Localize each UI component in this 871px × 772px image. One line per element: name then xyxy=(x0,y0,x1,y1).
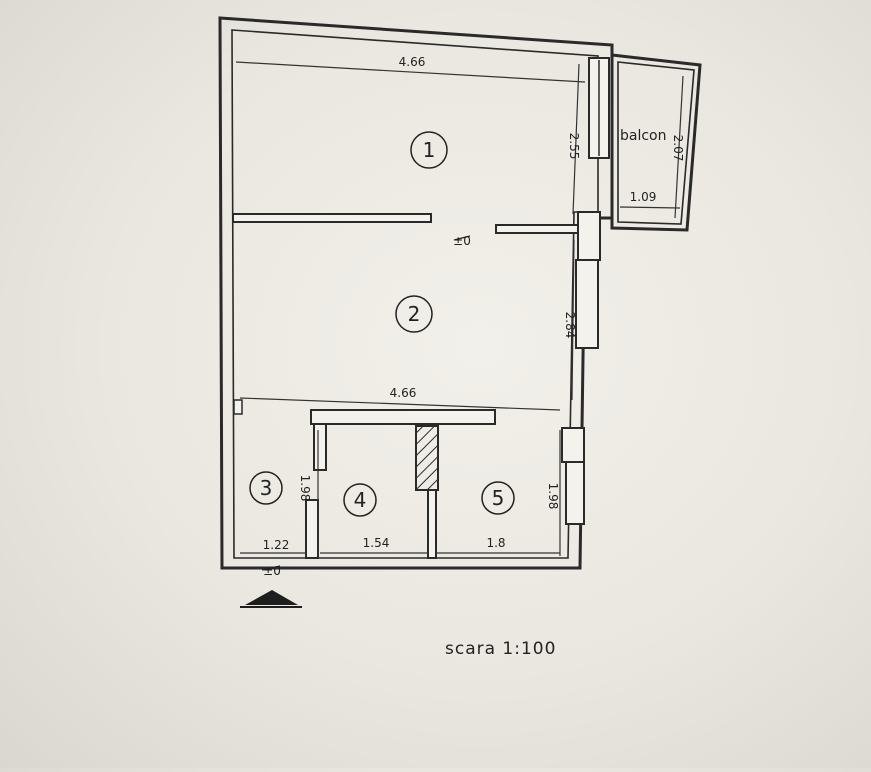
dim-room3-depth: 1.98 xyxy=(298,475,312,502)
balcony-outline xyxy=(588,53,702,232)
dim-balcony-width: 1.09 xyxy=(630,190,657,204)
interior-wall-2-45 xyxy=(233,399,496,559)
dim-room5-width: 1.8 xyxy=(486,536,505,550)
level-mark-center: ±0 xyxy=(453,234,471,248)
dim-room2-depth: 2.84 xyxy=(563,312,577,339)
room-3-marker: 3 xyxy=(249,471,283,505)
room-4-marker: 4 xyxy=(343,483,377,517)
level-mark-1-text: ±0 xyxy=(453,234,471,248)
room-3-number: 3 xyxy=(260,476,273,500)
dimension-lines xyxy=(235,61,684,556)
dim-room4-width: 1.54 xyxy=(363,536,390,550)
room-1-marker: 1 xyxy=(410,131,448,169)
interior-wall-1-2 xyxy=(232,213,582,234)
entrance-arrow-icon xyxy=(245,590,298,605)
dim-room3-width: 1.22 xyxy=(263,538,290,552)
dim-room5-depth: 1.98 xyxy=(546,483,560,510)
room-5-number: 5 xyxy=(492,486,505,510)
shaft-hatch xyxy=(415,425,439,491)
dim-room1-width: 4.66 xyxy=(399,55,426,69)
dim-room1-depth: 2.55 xyxy=(567,133,581,160)
room-1-number: 1 xyxy=(423,138,436,162)
scale-label: scara 1:100 xyxy=(445,639,556,659)
room-4-number: 4 xyxy=(354,488,367,512)
room-5-marker: 5 xyxy=(481,481,515,515)
level-mark-2-text: ±0 xyxy=(263,564,281,578)
room-2-number: 2 xyxy=(408,302,421,326)
room-2-marker: 2 xyxy=(395,295,433,333)
dim-room2-width: 4.66 xyxy=(390,386,417,400)
balcony-label: balcon xyxy=(620,128,667,144)
level-mark-entrance: ±0 xyxy=(261,564,281,578)
right-windows xyxy=(561,211,601,525)
dim-balcony-depth: 2.07 xyxy=(671,135,685,162)
